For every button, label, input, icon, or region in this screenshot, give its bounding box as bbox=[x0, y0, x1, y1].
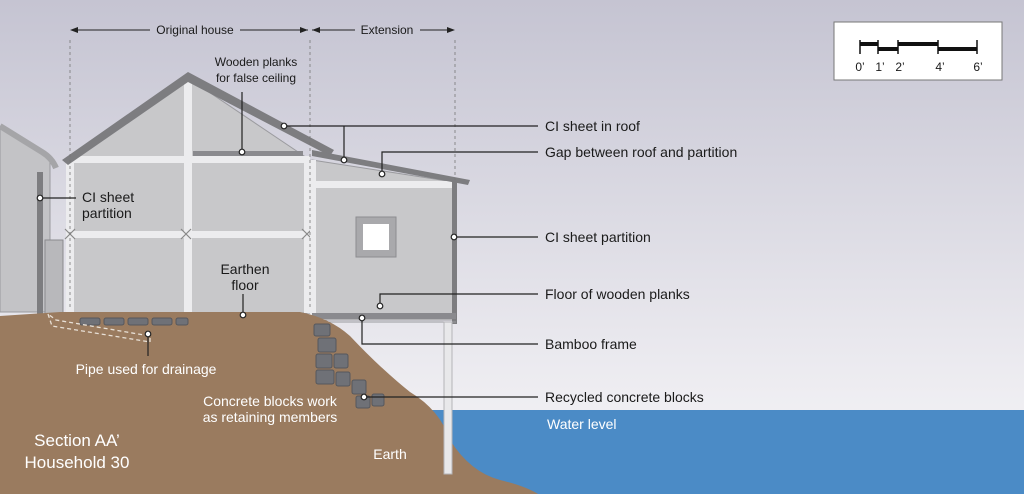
section-dimensions bbox=[69, 27, 456, 310]
scale-tick-1: 1’ bbox=[875, 60, 884, 74]
label-recycled: Recycled concrete blocks bbox=[545, 389, 704, 405]
label-ci-partition-left-2: partition bbox=[82, 205, 132, 221]
scale-tick-4: 4’ bbox=[935, 60, 944, 74]
label-wooden-planks-1: Wooden planks bbox=[215, 55, 298, 69]
original-house bbox=[62, 72, 334, 314]
label-concrete-retaining-1: Concrete blocks work bbox=[203, 393, 338, 409]
section-title-1: Section AA’ bbox=[34, 431, 120, 450]
label-wooden-planks-2: for false ceiling bbox=[216, 71, 296, 85]
label-gap: Gap between roof and partition bbox=[545, 144, 737, 160]
label-pipe: Pipe used for drainage bbox=[76, 361, 217, 377]
earth-mass bbox=[0, 312, 538, 494]
extension bbox=[310, 150, 470, 324]
label-ci-partition-left-1: CI sheet bbox=[82, 189, 134, 205]
label-earth: Earth bbox=[373, 446, 406, 462]
drainage-pipe bbox=[46, 312, 151, 343]
label-ci-partition-right: CI sheet partition bbox=[545, 229, 651, 245]
label-ci-roof: CI sheet in roof bbox=[545, 118, 640, 134]
label-earthen-2: floor bbox=[231, 277, 259, 293]
section-title-2: Household 30 bbox=[25, 453, 130, 472]
callout-dots bbox=[36, 122, 458, 401]
label-floor-planks: Floor of wooden planks bbox=[545, 286, 690, 302]
label-earthen-1: Earthen bbox=[220, 261, 269, 277]
label-water: Water level bbox=[547, 416, 617, 432]
scale-tick-2: 2’ bbox=[895, 60, 904, 74]
bamboo-post bbox=[443, 321, 453, 475]
scale-bar: 0’ 1’ 2’ 4’ 6’ bbox=[833, 21, 1003, 81]
original-house-label: Original house bbox=[156, 23, 234, 37]
label-concrete-retaining-2: as retaining members bbox=[203, 409, 338, 425]
leader-lines bbox=[40, 92, 538, 398]
label-bamboo: Bamboo frame bbox=[545, 336, 637, 352]
scale-tick-0: 0’ bbox=[855, 60, 864, 74]
drainage-pipe-vertical bbox=[44, 239, 64, 315]
extension-label: Extension bbox=[361, 23, 414, 37]
neighbor-house bbox=[0, 123, 59, 314]
scale-tick-6: 6’ bbox=[973, 60, 982, 74]
retaining-blocks bbox=[79, 317, 385, 409]
